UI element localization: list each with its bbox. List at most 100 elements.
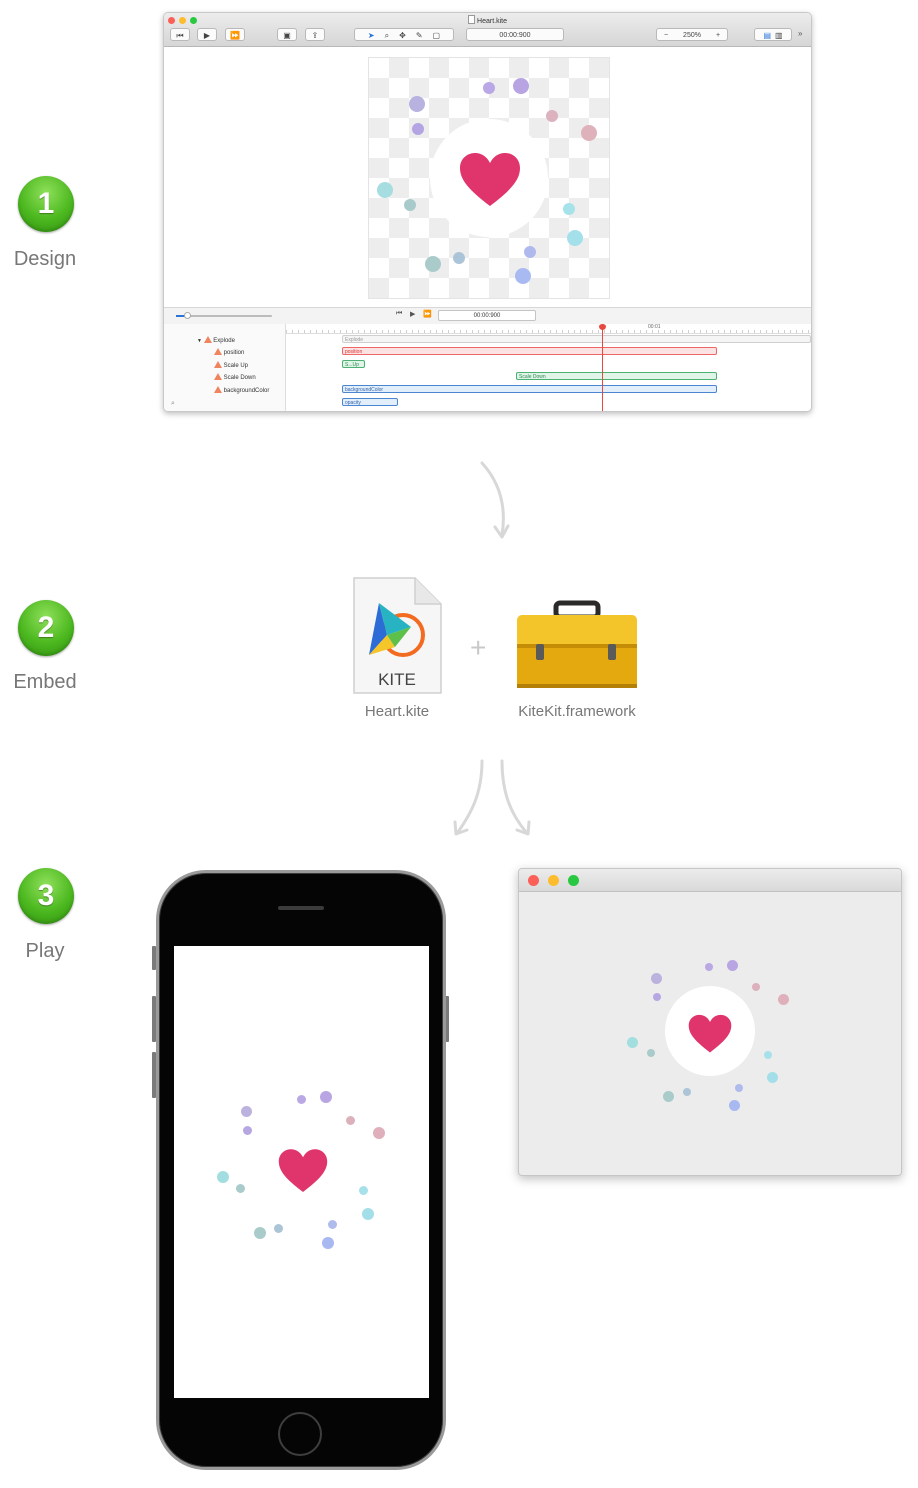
particle bbox=[651, 973, 662, 984]
pointer-icon[interactable]: ➤ bbox=[367, 31, 375, 40]
layer-explode[interactable]: ▼ Explode bbox=[197, 336, 235, 344]
particle[interactable] bbox=[524, 246, 536, 258]
phone-home-button[interactable] bbox=[278, 1412, 322, 1456]
track-opacity[interactable]: opacity bbox=[342, 398, 398, 406]
layout-icon[interactable]: ▥ bbox=[775, 31, 783, 40]
zoom-slider[interactable] bbox=[176, 312, 272, 319]
particle[interactable] bbox=[581, 125, 597, 141]
layer-scale-down[interactable]: Scale Down bbox=[214, 373, 256, 381]
particle[interactable] bbox=[404, 199, 416, 211]
particle bbox=[241, 1106, 252, 1117]
particle bbox=[767, 1072, 778, 1083]
transport-forward[interactable]: ⏩ bbox=[423, 311, 432, 318]
particle bbox=[752, 983, 760, 991]
heart-icon[interactable] bbox=[278, 1148, 328, 1194]
particle[interactable] bbox=[563, 203, 575, 215]
particle bbox=[328, 1220, 337, 1229]
particle[interactable] bbox=[453, 252, 465, 264]
phone-power-button bbox=[445, 996, 449, 1042]
ruler-label: 00:01 bbox=[648, 324, 661, 330]
zoom-button[interactable] bbox=[190, 17, 197, 24]
move-icon[interactable]: ✥ bbox=[399, 31, 406, 40]
particle bbox=[729, 1100, 740, 1111]
particle[interactable] bbox=[546, 110, 558, 122]
track-position[interactable]: position bbox=[342, 347, 717, 355]
particle bbox=[727, 960, 738, 971]
track-explode[interactable]: Explode bbox=[342, 335, 811, 343]
search-icon[interactable]: ⌕ bbox=[171, 400, 175, 407]
minimize-button[interactable] bbox=[548, 875, 559, 886]
particle[interactable] bbox=[513, 78, 529, 94]
step-2-label: Embed bbox=[13, 671, 77, 693]
track-background-color[interactable]: backgroundColor bbox=[342, 385, 717, 393]
more-icon[interactable]: » bbox=[798, 29, 803, 38]
particle bbox=[217, 1171, 229, 1183]
magnify-icon[interactable]: ⌕ bbox=[384, 31, 390, 40]
particle[interactable] bbox=[567, 230, 583, 246]
particle[interactable] bbox=[425, 256, 441, 272]
particle[interactable] bbox=[412, 123, 424, 135]
zoom-slider-knob[interactable] bbox=[184, 312, 191, 319]
particle bbox=[627, 1037, 638, 1048]
track-scale-down[interactable]: Scale Down bbox=[516, 372, 717, 380]
transport-play[interactable]: ▶ bbox=[410, 311, 416, 318]
heart-icon[interactable] bbox=[688, 1014, 732, 1054]
particle[interactable] bbox=[483, 82, 495, 94]
artboard[interactable] bbox=[368, 57, 610, 299]
time-ruler[interactable] bbox=[286, 324, 811, 334]
particle bbox=[653, 993, 661, 1001]
play-button[interactable]: ▶ bbox=[197, 28, 217, 41]
skip-back-button[interactable]: ⏮ bbox=[170, 28, 190, 41]
heart-icon[interactable] bbox=[459, 152, 521, 208]
close-button[interactable] bbox=[528, 875, 539, 886]
particle bbox=[243, 1126, 252, 1135]
zoom-in-button[interactable]: + bbox=[715, 32, 721, 39]
tool-group: ➤ ⌕ ✥ ✎ ▢ bbox=[354, 28, 454, 41]
particle bbox=[346, 1116, 355, 1125]
particle bbox=[373, 1127, 385, 1139]
step-1-badge: 1 bbox=[18, 176, 74, 232]
playhead-handle[interactable] bbox=[599, 324, 606, 330]
phone-speaker bbox=[278, 906, 324, 910]
step-2-badge: 2 bbox=[18, 600, 74, 656]
zoom-level[interactable]: 250% bbox=[683, 32, 701, 39]
layer-scale-up[interactable]: Scale Up bbox=[214, 361, 248, 369]
step-3-badge: 3 bbox=[18, 868, 74, 924]
pen-icon[interactable]: ✎ bbox=[415, 31, 423, 40]
share-button[interactable]: ⇪ bbox=[305, 28, 325, 41]
minimize-button[interactable] bbox=[179, 17, 186, 24]
transport-skip-back[interactable]: ⏮ bbox=[396, 310, 403, 317]
step-1-label: Design bbox=[13, 248, 77, 270]
mac-titlebar[interactable] bbox=[519, 869, 901, 892]
particle bbox=[362, 1208, 374, 1220]
flow-arrows bbox=[453, 461, 531, 836]
shape-icon[interactable]: ▢ bbox=[432, 31, 441, 40]
particle[interactable] bbox=[515, 268, 531, 284]
share-icon: ⇪ bbox=[311, 31, 319, 40]
timecode-field[interactable]: 00:00:900 bbox=[466, 28, 564, 41]
inspector-icon[interactable]: ▤ bbox=[763, 31, 771, 40]
layer-position[interactable]: position bbox=[214, 348, 244, 356]
particle bbox=[359, 1186, 368, 1195]
playhead[interactable] bbox=[602, 324, 603, 411]
transport-bar: ⏮ ▶ ⏩ 00:00:900 bbox=[164, 307, 811, 325]
phone-screen[interactable] bbox=[174, 946, 429, 1398]
present-button[interactable]: ▣ bbox=[277, 28, 297, 41]
transport-timecode[interactable]: 00:00:900 bbox=[438, 310, 536, 321]
fast-forward-button[interactable]: ⏩ bbox=[225, 28, 245, 41]
zoom-out-button[interactable]: − bbox=[663, 32, 669, 39]
mac-app-window bbox=[518, 868, 902, 1176]
close-button[interactable] bbox=[168, 17, 175, 24]
editor-toolbar: Heart.kite ⏮ ▶ ⏩ ▣ ⇪ ➤⌕✥✎▢ 00:00:900 − 2… bbox=[164, 13, 811, 47]
particle[interactable] bbox=[409, 96, 425, 112]
track-scale-up[interactable]: S...Up bbox=[342, 360, 365, 368]
layer-background-color[interactable]: backgroundColor bbox=[214, 386, 269, 394]
zoom-button[interactable] bbox=[568, 875, 579, 886]
particle bbox=[322, 1237, 334, 1249]
layers-panel: ▼ Explode position Scale Up Scale Down b… bbox=[164, 324, 286, 411]
layer-warning-icon bbox=[214, 373, 222, 380]
layer-warning-icon bbox=[203, 336, 212, 343]
zoom-control: − 250% + bbox=[656, 28, 728, 41]
canvas-area[interactable] bbox=[164, 47, 811, 307]
particle[interactable] bbox=[377, 182, 393, 198]
